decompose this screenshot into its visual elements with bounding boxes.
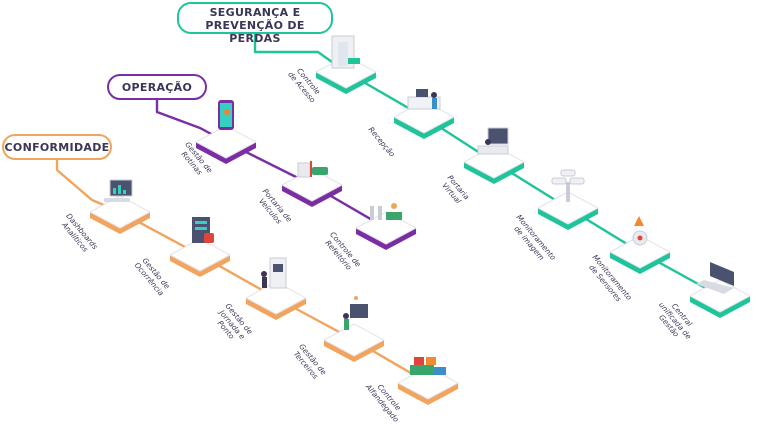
tile-controle-alfandegado <box>398 357 458 405</box>
tile-central-unificada <box>690 262 750 318</box>
tile-monitoramento-sensores <box>610 216 670 274</box>
reception-desk-icon <box>408 89 440 109</box>
incident-tablet-icon <box>192 217 214 243</box>
tile-gestao-jornada <box>246 258 306 320</box>
group-label-seguranca: SEGURANÇA E PREVENÇÃO DE PERDAS <box>177 2 333 34</box>
tile-controle-refeitorio <box>356 203 416 250</box>
security-desk-icon <box>478 128 508 154</box>
time-clock-icon <box>261 258 286 288</box>
fire-alarm-sensor-icon <box>633 216 647 245</box>
tile-dashboards <box>90 180 150 234</box>
smartphone-worker-icon <box>218 100 234 130</box>
security-cameras-icon <box>552 170 584 202</box>
turnstile-door-icon <box>332 36 360 68</box>
tile-portaria-veiculos <box>282 161 342 207</box>
group-label-operacao: OPERAÇÃO <box>107 74 207 100</box>
vehicle-gate-icon <box>298 161 328 177</box>
group-label-conformidade: CONFORMIDADE <box>2 134 112 160</box>
cargo-truck-icon <box>410 357 446 375</box>
analytics-monitor-icon <box>104 180 132 202</box>
